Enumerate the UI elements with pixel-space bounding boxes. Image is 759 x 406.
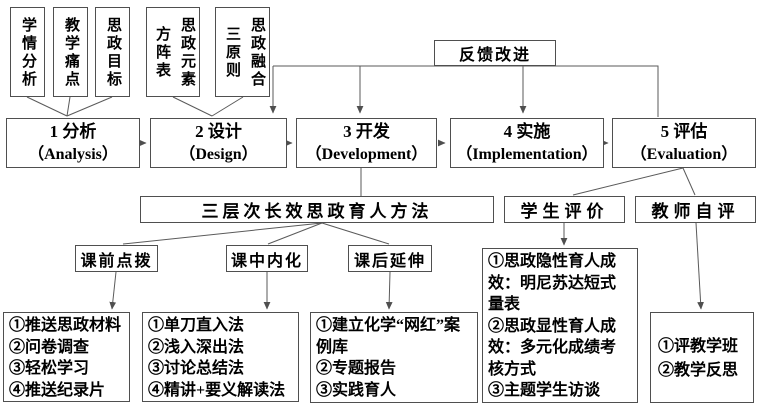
detail-item: ③主题学生访谈 [488,382,601,399]
phase-pre-class: 课前点拨 [75,245,158,272]
detail-item: ③轻松学习 [9,360,90,377]
stage-title: 4 实施 [503,122,551,141]
vertical-label: 思政目标 [105,17,121,89]
method-header-box: 三层次长效思政育人方法 [140,196,494,223]
in-class-methods-box: ①单刀直入法 ②浅入深出法 ③讨论总结法 ④精讲+要义解读法 [142,312,299,402]
phase-label: 课后延伸 [353,252,426,270]
teacher-self-evaluation-box: 教师自评 [635,196,756,223]
detail-item: ②问卷调查 [9,338,90,356]
stage-design: 2 设计 （Design） [150,118,287,168]
phase-label: 课中内化 [230,252,303,270]
phase-in-class: 课中内化 [226,245,308,272]
stage-implementation: 4 实施 （Implementation） [450,118,604,168]
stage-title: 2 设计 [195,122,242,141]
vertical-label: 三原则 [224,26,240,80]
stage-title: 3 开发 [343,122,390,141]
detail-item: ①推送思政材料 [9,317,122,334]
student-evaluation-label: 学生评价 [520,202,609,221]
stage-title: 1 分析 [49,122,97,141]
phase-label: 课前点拨 [80,252,153,270]
detail-item: ①单刀直入法 [148,317,245,334]
detail-item: ④推送纪录片 [9,381,106,399]
detail-item: ②浅入深出法 [148,338,245,356]
pre-class-actions-box: ①推送思政材料 ②问卷调查 ③轻松学习 ④推送纪录片 [3,312,130,402]
student-evaluation-details-box: ①思政隐性育人成效：明尼苏达短式量表 ②思政显性育人成效：多元化成绩考核方式 ③… [482,248,638,403]
vertical-label: 思政融合 [249,17,265,89]
input-box-ideology-goals: 思政目标 [95,7,130,97]
phase-post-class: 课后延伸 [348,245,432,272]
vertical-label: 学情分析 [20,17,36,89]
stage-subtitle: （Implementation） [456,146,598,163]
stage-subtitle: （Evaluation） [630,146,738,163]
method-header-label: 三层次长效思政育人方法 [201,202,433,221]
vertical-label: 思政元素 [179,17,195,89]
teacher-self-evaluation-details-box: ①评教学班 ②教学反思 [650,312,754,403]
stage-subtitle: （Analysis） [28,146,118,163]
detail-item: ②专题报告 [316,360,397,377]
stage-evaluation: 5 评估 （Evaluation） [612,118,756,168]
teacher-self-evaluation-label: 教师自评 [651,202,740,221]
detail-item: ①评教学班 [658,337,739,355]
detail-item: ②教学反思 [658,361,739,379]
stage-subtitle: （Development） [305,146,428,163]
stage-development: 3 开发 （Development） [296,118,437,168]
post-class-actions-box: ①建立化学“网红”案例库 ②专题报告 ③实践育人 [310,312,478,403]
input-box-learning-analysis: 学情分析 [10,7,45,97]
input-box-teaching-pain-points: 教学痛点 [53,7,88,97]
stage-title: 5 评估 [660,122,708,141]
stage-analysis: 1 分析 （Analysis） [6,118,140,168]
detail-item: ③实践育人 [316,381,397,399]
feedback-label: 反馈改进 [458,47,531,64]
detail-item: ②思政显性育人成效：多元化成绩考核方式 [488,317,617,378]
detail-item: ③讨论总结法 [148,360,245,377]
vertical-label: 方阵表 [154,26,170,80]
detail-item: ④精讲+要义解读法 [148,381,286,399]
feedback-box: 反馈改进 [434,40,556,66]
stage-subtitle: （Design） [179,146,258,163]
input-box-ideology-integration-principles: 思政融合 三原则 [215,7,270,97]
input-box-ideology-elements-matrix: 思政元素 方阵表 [146,7,200,97]
detail-item: ①思政隐性育人成效：明尼苏达短式量表 [488,253,617,313]
student-evaluation-box: 学生评价 [504,196,625,223]
vertical-label: 教学痛点 [63,17,79,89]
detail-item: ①建立化学“网红”案例库 [316,317,461,356]
